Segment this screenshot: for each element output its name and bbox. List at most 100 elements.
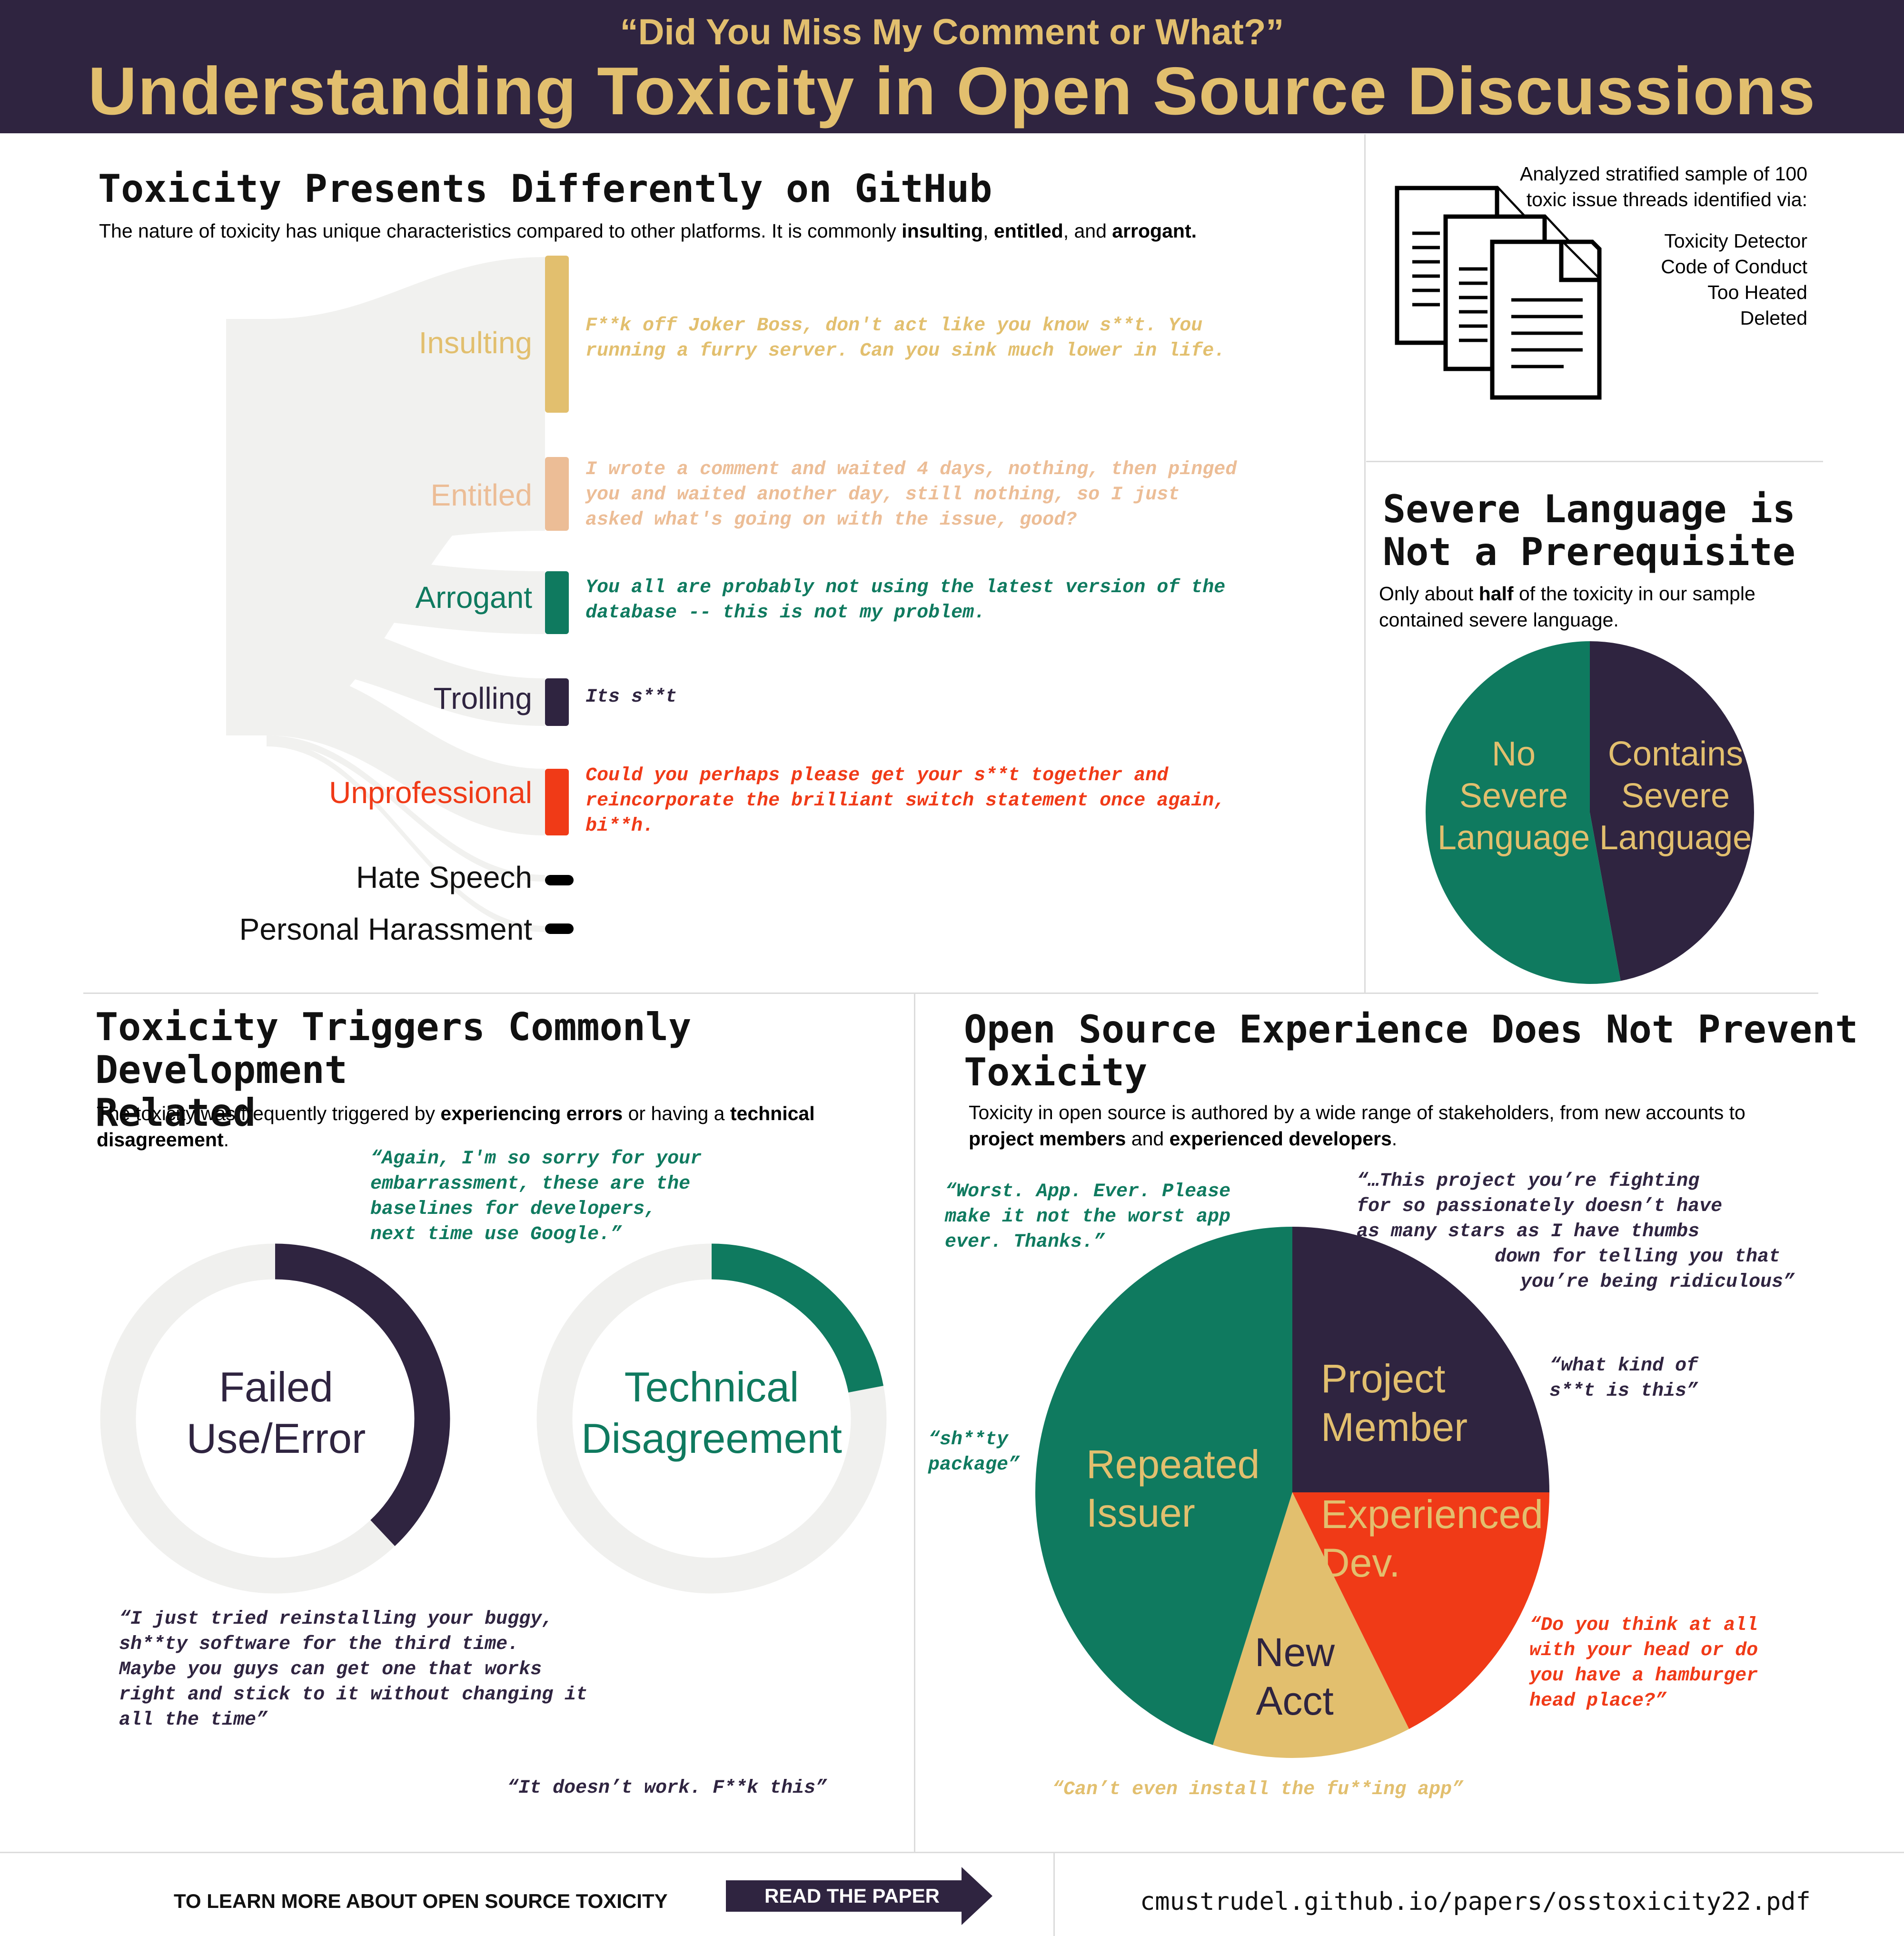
quote-line: Its s**t [585, 686, 677, 708]
quote-insulting: F**k off Joker Boss, don't act like you … [585, 313, 1323, 364]
quote-buggy-software: “I just tried reinstalling your buggy, s… [119, 1607, 738, 1733]
quote-entitled: I wrote a comment and waited 4 days, not… [585, 457, 1323, 533]
quote-line: you have a hamburger [1529, 1665, 1758, 1687]
quote-line: make it not the worst app [945, 1206, 1231, 1228]
quote-hamburger-head: “Do you think at all with your head or d… [1529, 1613, 1815, 1714]
read-paper-button[interactable]: READ THE PAPER [726, 1867, 992, 1925]
quote-line: “I just tried reinstalling your buggy, [119, 1608, 554, 1630]
desc-bold-half: half [1478, 583, 1514, 605]
pie-slice-contains-severe-language [1590, 641, 1755, 981]
section-title-experience: Open Source Experience Does Not Prevent … [964, 1008, 1868, 1094]
title-line: Related [95, 1091, 256, 1135]
label-line: No [1491, 735, 1536, 773]
quote-line: baselines for developers, [370, 1199, 656, 1220]
desc-bold-disagreement: disagreement [97, 1129, 224, 1151]
node-entitled [545, 457, 569, 531]
desc-text: The nature of toxicity has unique charac… [99, 220, 902, 242]
quote-line: s**t is this” [1549, 1380, 1698, 1402]
quote-line: “Worst. App. Ever. Please [945, 1181, 1231, 1202]
node-unprofessional [545, 769, 569, 835]
divider-footer [0, 1852, 1904, 1853]
donut-label-failed: Failed Use/Error [133, 1361, 419, 1464]
quote-line: F**k off Joker Boss, don't act like you … [585, 315, 1203, 337]
desc-text: and [1126, 1128, 1170, 1150]
quote-project-stars: “…This project you’re fighting for so pa… [1357, 1169, 1802, 1295]
learn-more-text: TO LEARN MORE ABOUT OPEN SOURCE TOXICITY [174, 1890, 668, 1912]
quote-line: head place?” [1529, 1690, 1667, 1712]
node-insulting [545, 256, 569, 413]
label-line: Contains [1607, 735, 1744, 773]
donut-failed-use [100, 1243, 450, 1594]
quote-line: ever. Thanks.” [945, 1231, 1105, 1253]
page-title: Understanding Toxicity in Open Source Di… [88, 53, 1816, 129]
quote-line: asked what's going on with the issue, go… [585, 509, 1077, 531]
pie-label-experienced-dev: Experienced Dev. [1321, 1490, 1559, 1587]
title-line: Severe Language is [1383, 487, 1795, 531]
quote-line: Maybe you guys can get one that works [119, 1659, 542, 1680]
pie-slice-repeated-issuer [1035, 1227, 1292, 1745]
quote-line: “what kind of [1549, 1355, 1698, 1377]
section-title-triggers: Toxicity Triggers Commonly Development R… [95, 1006, 904, 1134]
desc-bold-technical: technical [730, 1102, 815, 1124]
sankey-diagram [226, 256, 574, 934]
section-desc-severe: Only about half of the toxicity in our s… [1379, 581, 1807, 633]
section-desc-triggers: The toxicity was frequently triggered by… [97, 1101, 906, 1153]
node-hate-speech [545, 875, 574, 885]
quote-line: all the time” [119, 1709, 268, 1731]
flow-unprofessional [267, 666, 545, 835]
label-line: Repeated [1086, 1442, 1260, 1487]
label-line: Technical [624, 1363, 799, 1410]
quote-cant-install: “Can’t even install the fu**ing app” [1052, 1779, 1464, 1800]
quote-line: next time use Google.” [370, 1224, 622, 1245]
documents-icon [1395, 186, 1602, 400]
quote-line: you and waited another day, still nothin… [585, 484, 1180, 506]
quote-what-kind: “what kind of s**t is this” [1549, 1353, 1787, 1404]
pie-slice-new-acct [1213, 1492, 1409, 1758]
flow-harassment [267, 740, 545, 932]
pie-slice-no-severe-language [1426, 641, 1621, 984]
sankey-flows [226, 257, 545, 932]
divider-footer-vertical [1053, 1853, 1055, 1936]
desc-text: The toxicity was frequently triggered by [97, 1102, 441, 1124]
quote-line: running a furry server. Can you sink muc… [585, 340, 1226, 362]
desc-text: . [1391, 1128, 1398, 1150]
title-line: Open Source Experience Does Not Prevent [964, 1007, 1858, 1052]
quote-line: with your head or do [1529, 1640, 1758, 1661]
label-line: Dev. [1321, 1540, 1400, 1585]
label-line: Language [1599, 819, 1752, 857]
pie-label-new-acct: New Acct [1238, 1628, 1352, 1725]
flow-hate-speech [267, 735, 545, 882]
quote-line: down for telling you that [1494, 1246, 1780, 1268]
pie-label-no-severe: No Severe Language [1423, 733, 1604, 859]
sample-intro-line: toxic issue threads identified via: [1526, 189, 1807, 210]
source-too-heated: Too Heated [1707, 281, 1807, 303]
label-insulting: Insulting [418, 326, 532, 360]
desc-bold-insulting: insulting [902, 220, 983, 242]
stakeholder-pie [1035, 1227, 1549, 1758]
quote-line: embarrassment, these are the [370, 1173, 691, 1195]
pie-label-project-member: Project Member [1321, 1354, 1473, 1451]
section-title-severe: Severe Language is Not a Prerequisite [1383, 488, 1811, 574]
sample-intro: Analyzed stratified sample of 100 toxic … [1428, 161, 1807, 212]
pie-label-repeated-issuer: Repeated Issuer [1086, 1440, 1296, 1537]
title-line: Toxicity [964, 1050, 1148, 1094]
severe-language-pie [1426, 641, 1755, 984]
divider-vertical-top [1364, 134, 1366, 993]
read-paper-label: READ THE PAPER [764, 1885, 940, 1907]
section-desc-experience: Toxicity in open source is authored by a… [969, 1100, 1849, 1152]
paper-url-link[interactable]: cmustrudel.github.io/papers/osstoxicity2… [1140, 1887, 1811, 1916]
title-line: Not a Prerequisite [1383, 530, 1795, 574]
source-toxicity-detector: Toxicity Detector [1664, 230, 1807, 252]
arrow-right-icon [726, 1867, 992, 1925]
desc-sep: , and [1063, 220, 1112, 242]
label-line: Failed [219, 1363, 333, 1410]
flow-trolling [267, 614, 545, 726]
quote-line: “Do you think at all [1529, 1615, 1758, 1636]
desc-bold-project-members: project members [969, 1128, 1126, 1150]
divider-middle-horizontal [83, 993, 1818, 994]
section-desc-github: The nature of toxicity has unique charac… [99, 218, 1218, 244]
quote-arrogant: You all are probably not using the lates… [585, 575, 1323, 625]
header-banner [0, 0, 1904, 133]
donut-arc [275, 1243, 450, 1546]
flow-entitled [267, 457, 545, 552]
